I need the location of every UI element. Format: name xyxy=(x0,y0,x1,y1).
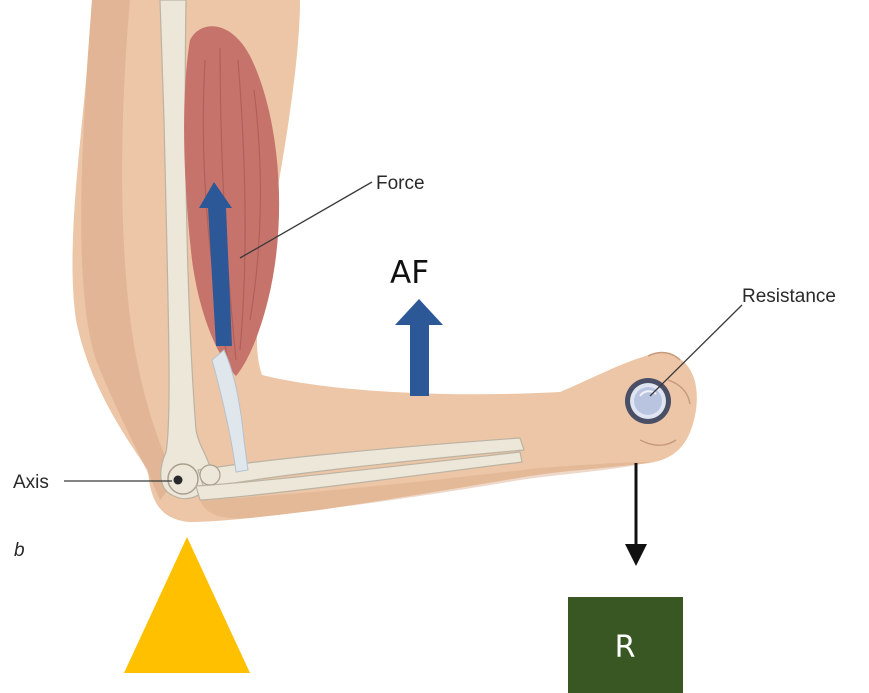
disc-weight-icon xyxy=(625,378,671,424)
resistance-box-label: R xyxy=(615,630,636,665)
panel-letter: b xyxy=(14,540,25,561)
down-arrow-icon xyxy=(625,544,647,566)
applied-force-arrow xyxy=(395,299,443,396)
resistance-box: R xyxy=(568,597,683,693)
axis-point xyxy=(174,476,183,485)
radial-head xyxy=(200,465,220,485)
up-arrow-icon xyxy=(395,299,443,396)
applied-force-label: AF xyxy=(390,255,429,291)
resistance-label: Resistance xyxy=(742,286,836,307)
triangle-fulcrum-icon xyxy=(124,537,250,673)
elbow-joint xyxy=(168,464,198,494)
axis-label: Axis xyxy=(13,472,49,493)
force-label: Force xyxy=(376,173,425,194)
arm-illustration xyxy=(73,0,697,522)
resistance-leader-line xyxy=(650,305,742,396)
resistance-arrow xyxy=(625,463,647,566)
